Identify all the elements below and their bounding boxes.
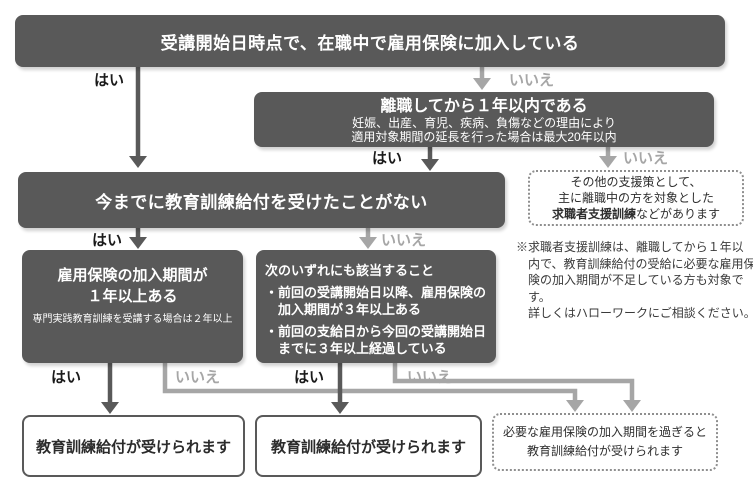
result-text: 教育訓練給付が受けられます	[35, 438, 231, 456]
note-line3: 険の加入期間が不足している方も対象です。	[528, 273, 744, 304]
condition2-line2: までに３年以上経過している	[278, 340, 447, 356]
yes-arrowhead-q2	[421, 159, 439, 171]
node-subtext-line2: 適用対象期間の延長を行った場合は最大20年以内	[351, 129, 617, 144]
yes-arrowhead-q4	[101, 402, 119, 414]
node-other-support: その他の支援策として、 主に離職中の方を対象とした 求職者支援訓練などがあります	[528, 170, 744, 226]
result-benefit-after-period: 必要な雇用保険の加入期間を過ぎると 教育訓練給付が受けられます	[492, 413, 718, 471]
node-title: 受講開始日時点で、在職中で雇用保険に加入している	[160, 33, 580, 53]
no-arrowhead-q4	[566, 400, 584, 412]
result-line2: 教育訓練給付が受けられます	[526, 444, 683, 458]
note-line1: ※求職者支援訓練は、離職してから１年以	[516, 240, 744, 254]
node-title: 今までに教育訓練給付を受けたことがない	[95, 192, 428, 212]
no-arrowhead-q3	[359, 237, 377, 249]
no-connector-q4	[162, 362, 578, 401]
other-support-line2: 主に離職中の方を対象とした	[557, 191, 714, 205]
no-arrowhead-q5	[623, 400, 641, 412]
no-arrowhead-q2	[599, 156, 617, 168]
yes-arrowhead-q3	[129, 237, 147, 249]
yes-label-q2: はい	[372, 150, 403, 167]
result-line1: 必要な雇用保険の加入期間を過ぎると	[502, 425, 707, 439]
node-within-one-year-of-leaving: 離職してから１年以内である 妊娠、出産、育児、疾病、負傷などの理由により 適用対…	[254, 92, 714, 147]
node-subtext-line1: 妊娠、出産、育児、疾病、負傷などの理由により	[352, 116, 616, 130]
node-title-line2: １年以上ある	[87, 287, 178, 305]
node-never-received-benefit: 今までに教育訓練給付を受けたことがない	[18, 172, 505, 228]
jobseeker-support-note: ※求職者支援訓練は、離職してから１年以 内で、教育訓練給付の受給に必要な雇用保 …	[516, 239, 753, 322]
no-label-q3: いいえ	[381, 232, 427, 249]
note-line2: 内で、教育訓練給付の受給に必要な雇用保	[528, 256, 753, 271]
result-benefit-available-middle: 教育訓練給付が受けられます	[255, 415, 482, 477]
other-support-rest: などがあります	[636, 207, 721, 221]
no-arrowhead-q1	[473, 78, 491, 90]
condition1-line1: ・前回の受講開始日以降、雇用保険の	[265, 285, 487, 300]
node-title: 次のいずれにも該当すること	[265, 263, 435, 278]
note-line4: 詳しくはハローワークにご相談ください。	[528, 306, 753, 320]
no-label-q2: いいえ	[623, 150, 669, 167]
node-subtext: 専門実践教育訓練を受講する場合は２年以上	[32, 313, 233, 325]
condition1-line2: 加入期間が３年以上ある	[278, 301, 422, 317]
result-text: 教育訓練給付が受けられます	[270, 438, 466, 456]
other-support-line3: 求職者支援訓練などがあります	[552, 206, 720, 222]
yes-label-q3: はい	[92, 232, 123, 249]
no-label-q4: いいえ	[175, 369, 221, 386]
node-insurance-period-one-year: 雇用保険の加入期間が １年以上ある 専門実践教育訓練を受講する場合は２年以上	[22, 250, 243, 363]
node-title: 離職してから１年以内である	[380, 98, 588, 115]
no-label-q1: いいえ	[509, 72, 555, 89]
result-benefit-available-left: 教育訓練給付が受けられます	[22, 415, 245, 477]
node-employed-with-insurance: 受講開始日時点で、在職中で雇用保険に加入している	[15, 15, 725, 67]
node-title-line1: 雇用保険の加入期間が	[57, 266, 208, 284]
yes-label-q4: はい	[51, 369, 82, 386]
other-support-bold: 求職者支援訓練	[551, 207, 636, 221]
condition2-line1: ・前回の支給日から今回の受講開始日	[265, 324, 487, 339]
yes-label-q5: はい	[294, 369, 325, 386]
no-label-q5: いいえ	[407, 369, 453, 386]
node-both-conditions: 次のいずれにも該当すること ・前回の受講開始日以降、雇用保険の 加入期間が３年以…	[256, 250, 496, 363]
other-support-line1: その他の支援策として、	[570, 175, 702, 189]
yes-arrowhead-q5	[331, 402, 349, 414]
yes-label-q1: はい	[94, 72, 125, 89]
yes-arrowhead-q1	[129, 156, 147, 168]
